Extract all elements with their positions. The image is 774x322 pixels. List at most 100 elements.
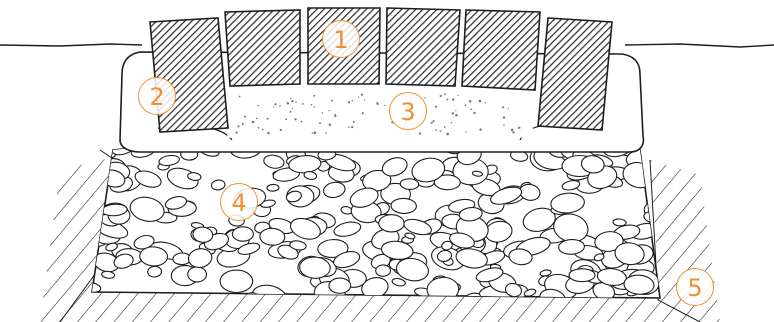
sand-grain: [455, 109, 457, 112]
pebble: [289, 217, 321, 240]
pebble: [580, 155, 605, 174]
pebble: [612, 218, 627, 227]
sand-grain: [291, 100, 294, 103]
pebble: [471, 170, 484, 177]
ground-line: [0, 43, 774, 48]
pebble: [399, 178, 420, 190]
sand-grain: [273, 106, 275, 108]
sand-grain: [457, 94, 459, 96]
sand-grain: [334, 114, 337, 118]
pebble: [561, 180, 581, 191]
sand-grain: [502, 116, 506, 119]
pebble: [158, 154, 180, 167]
pebble: [113, 253, 134, 269]
gravel-base: [91, 140, 661, 299]
pebble: [411, 157, 446, 183]
sand-grain: [450, 121, 453, 124]
pebble: [539, 288, 566, 298]
pebble: [237, 242, 261, 255]
pebble: [349, 187, 379, 208]
sand-grain: [347, 101, 351, 104]
callout-4: 4: [220, 183, 258, 221]
pebble: [299, 256, 331, 279]
paver-4: [385, 7, 461, 87]
sand-grain: [241, 122, 244, 126]
callout-3: 3: [389, 92, 427, 130]
pebble: [381, 157, 408, 177]
pebble: [266, 183, 280, 192]
sand-grain: [257, 126, 260, 129]
sand-grain: [328, 123, 332, 127]
sand-grain: [418, 132, 422, 135]
pebble: [436, 249, 453, 263]
pebble: [623, 274, 655, 295]
pebble: [490, 186, 523, 205]
sand-grain: [432, 120, 435, 123]
pebble: [426, 276, 460, 298]
pebble: [317, 239, 349, 258]
sand-grain: [455, 113, 458, 117]
sand-grain: [328, 109, 330, 112]
sand-grain: [285, 118, 288, 120]
sand-grain: [503, 124, 505, 126]
sand-grain: [289, 110, 292, 113]
sand-grain: [290, 97, 292, 100]
sand-grain: [313, 94, 316, 97]
pebble: [404, 232, 416, 240]
paver-right-edge: [537, 17, 613, 131]
pebble: [558, 239, 585, 255]
callout-2: 2: [138, 77, 176, 115]
sand-grain: [351, 100, 354, 102]
sand-grain: [238, 95, 241, 98]
pebble: [378, 214, 405, 233]
sand-grain: [274, 103, 277, 106]
sand-grain: [430, 121, 433, 124]
sand-grain: [443, 126, 446, 128]
pebble: [333, 251, 361, 269]
sand-grain: [255, 117, 258, 120]
pebble: [504, 282, 523, 298]
sand-grain: [325, 132, 327, 134]
sand-grain: [512, 131, 515, 134]
pebble: [594, 231, 624, 252]
pebble: [164, 196, 188, 210]
paver-5: [461, 9, 541, 91]
pebble: [593, 253, 605, 262]
pebble: [192, 226, 214, 243]
sand-grain: [484, 101, 487, 104]
sand-grain: [351, 125, 354, 129]
sand-texture: [235, 93, 521, 136]
pebble: [614, 242, 645, 266]
callout-1: 1: [322, 20, 360, 58]
sand-grain: [331, 99, 334, 102]
sand-grain: [313, 131, 317, 134]
sand-grain: [510, 128, 514, 132]
pebble: [550, 192, 585, 214]
sand-grain: [352, 121, 355, 123]
sand-grain: [361, 112, 364, 115]
sand-grain: [451, 98, 455, 101]
pebble: [362, 169, 392, 192]
sand-grain: [286, 102, 290, 105]
sand-grain: [470, 108, 473, 111]
pebble: [441, 240, 453, 251]
sand-grain: [251, 120, 255, 124]
sand-grain: [291, 107, 294, 109]
pebble: [449, 232, 475, 249]
sand-grain: [424, 97, 426, 99]
sand-grain: [311, 132, 314, 134]
pebble: [101, 270, 116, 279]
pebble: [285, 190, 302, 203]
pebble: [92, 141, 106, 149]
paver-left-edge: [149, 17, 229, 133]
pebble: [333, 221, 362, 237]
sand-grain: [310, 104, 313, 106]
sand-grain: [319, 122, 321, 125]
pebble: [539, 269, 552, 277]
pebble: [187, 266, 208, 283]
pebble: [210, 179, 226, 191]
sand-grain: [376, 102, 379, 105]
pebble: [289, 240, 307, 251]
sand-grain: [468, 100, 472, 103]
pebble: [390, 197, 417, 214]
